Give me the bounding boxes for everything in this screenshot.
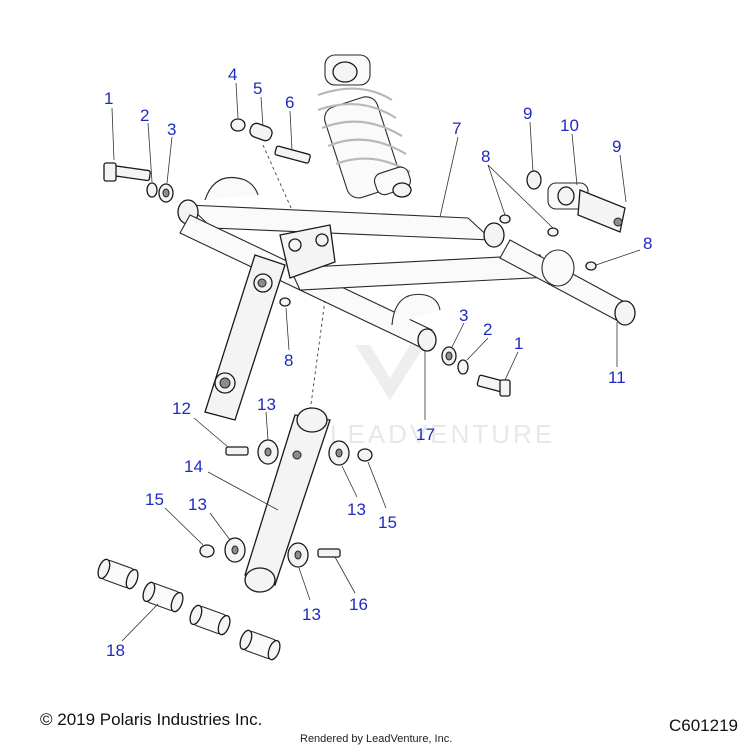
watermark-text: LEADVENTURE (330, 419, 555, 449)
shock-absorber (317, 54, 412, 199)
figure-id: C601219 (668, 716, 738, 735)
callout-label: 6 (285, 93, 294, 112)
callout-label: 15 (378, 513, 397, 532)
assembly-line (309, 299, 326, 413)
callout-label: 17 (416, 425, 435, 444)
nut (499, 214, 511, 224)
callout-label: 8 (481, 147, 490, 166)
callout-label: 2 (483, 320, 492, 339)
bushing-set (97, 558, 281, 661)
nut (230, 118, 246, 132)
callout-label: 11 (608, 368, 626, 387)
callout-label: 4 (228, 65, 237, 84)
leader-lines (111, 82, 641, 642)
callout-label: 13 (257, 395, 276, 414)
bolt (476, 374, 511, 397)
hoop-handle (391, 293, 441, 326)
center-bracket (279, 224, 336, 279)
callout-label: 10 (560, 116, 579, 135)
callout-label: 2 (140, 106, 149, 125)
callout-label: 5 (253, 79, 262, 98)
bushing-bracket (547, 182, 626, 233)
callout-label: 1 (104, 89, 113, 108)
bolt (103, 162, 151, 182)
callout-label: 18 (106, 641, 125, 660)
callout-label: 13 (188, 495, 207, 514)
bolt (317, 548, 341, 558)
callout-labels: 1 2 3 4 5 6 7 8 9 10 9 8 8 11 3 2 1 17 1… (104, 65, 652, 660)
callout-label: 9 (612, 137, 621, 156)
pivot-tube (499, 239, 636, 326)
lock-washer (457, 359, 469, 375)
nut (199, 544, 215, 558)
callout-label: 9 (523, 104, 532, 123)
callout-label: 12 (172, 399, 191, 418)
callout-label: 8 (643, 234, 652, 253)
watermark-logo (355, 345, 425, 400)
callout-label: 13 (302, 605, 321, 624)
watermark: LEADVENTURE (330, 345, 555, 449)
nut (357, 448, 373, 462)
callout-label: 7 (452, 119, 461, 138)
bolt (225, 446, 249, 456)
link-arm (244, 407, 331, 593)
callout-label: 1 (514, 334, 523, 353)
rendered-by-text: Rendered by LeadVenture, Inc. (300, 733, 453, 745)
lock-washer (146, 182, 158, 198)
hoop-handle (204, 176, 259, 201)
callout-label: 13 (347, 500, 366, 519)
callout-label: 15 (145, 490, 164, 509)
spacer (249, 122, 273, 142)
nut (585, 261, 597, 271)
nut (547, 227, 559, 237)
callout-label: 16 (349, 595, 368, 614)
callout-label: 8 (284, 351, 293, 370)
nut (279, 297, 291, 307)
washer (526, 170, 542, 190)
arm-left (204, 254, 286, 421)
copyright-text: © 2019 Polaris Industries Inc. (40, 710, 263, 729)
callout-label: 3 (459, 306, 468, 325)
bolt (274, 145, 311, 164)
callout-label: 3 (167, 120, 176, 139)
callout-label: 14 (184, 457, 203, 476)
